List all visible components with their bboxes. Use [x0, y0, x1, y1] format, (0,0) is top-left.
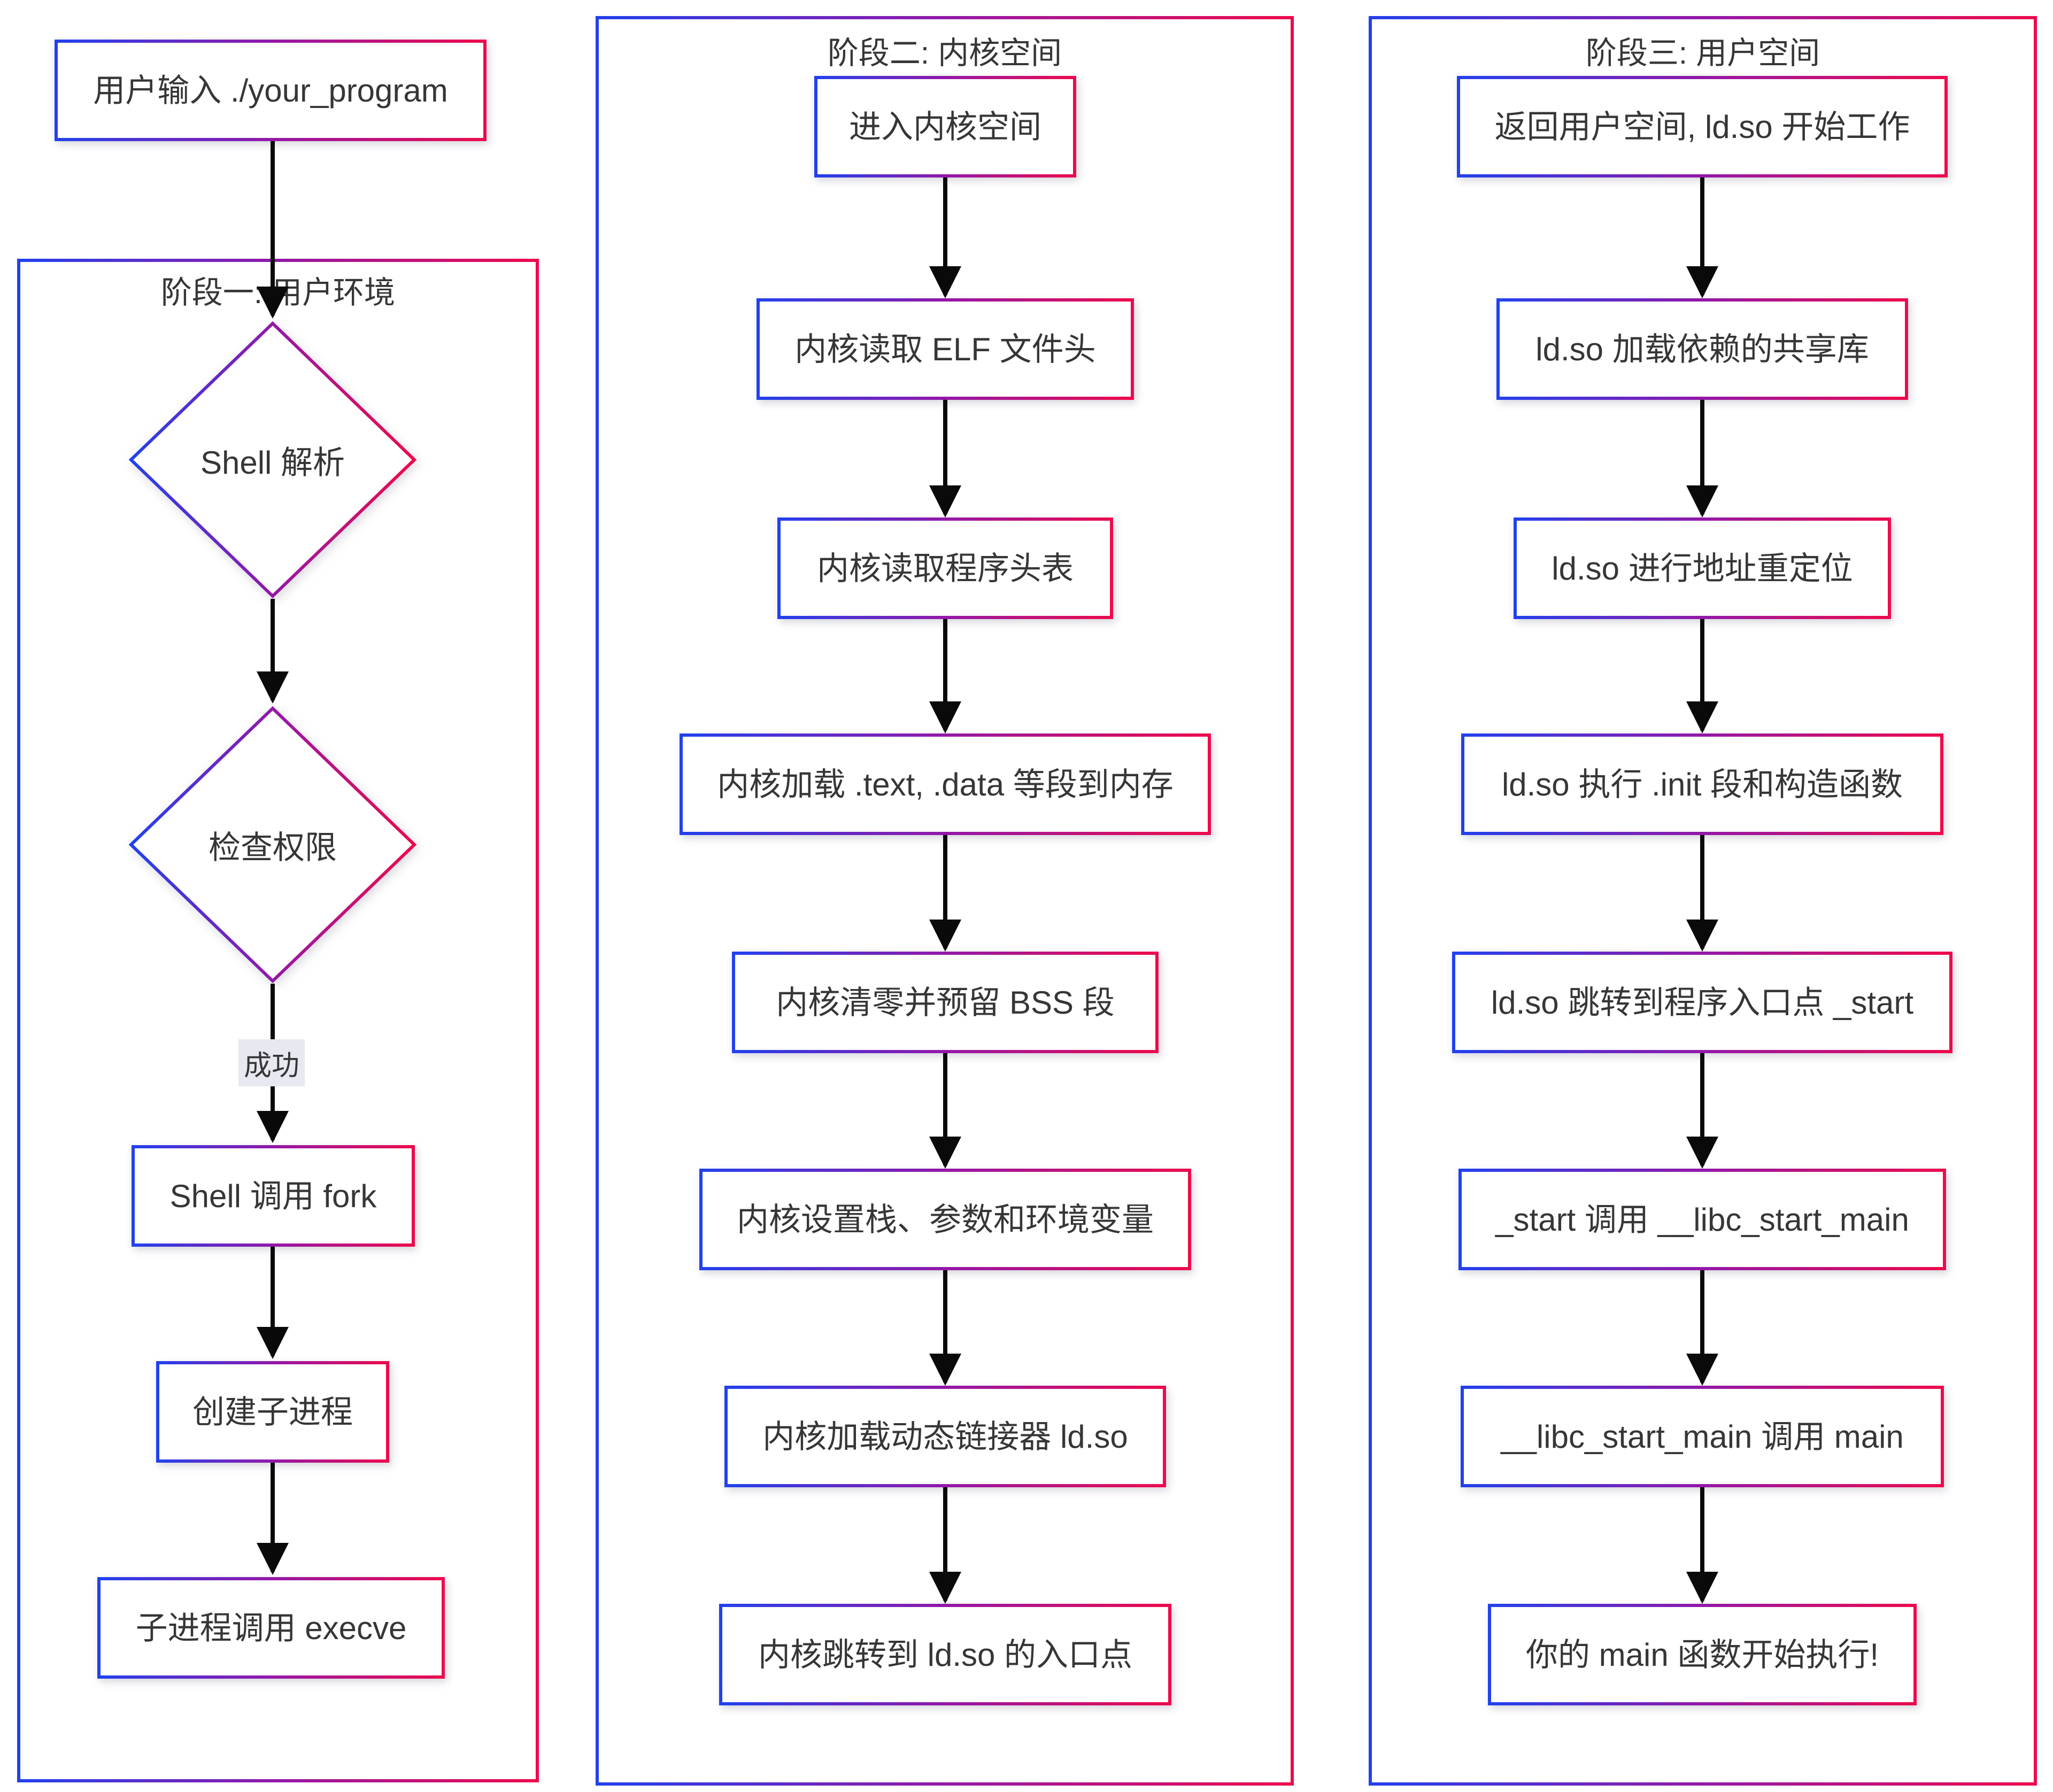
node-shell-parse: Shell 解析 — [128, 321, 417, 599]
node-read-program-headers: 内核读取程序头表 — [777, 517, 1113, 619]
node-jump-ldso-entry: 内核跳转到 ld.so 的入口点 — [719, 1604, 1171, 1705]
node-label: 内核设置栈、参数和环境变量 — [703, 1172, 1188, 1267]
node-label: Shell 解析 — [200, 444, 345, 481]
node-load-segments: 内核加载 .text, .data 等段到内存 — [680, 733, 1211, 835]
node-load-shared-libs: ld.so 加载依赖的共享库 — [1496, 298, 1908, 400]
node-label: ld.so 执行 .init 段和构造函数 — [1464, 737, 1940, 832]
node-label: 内核读取 ELF 文件头 — [760, 302, 1131, 397]
node-label: 内核加载动态链接器 ld.so — [728, 1389, 1163, 1484]
stage1-title: 阶段一: 用户环境 — [160, 275, 396, 310]
node-label: 内核清零并预留 BSS 段 — [735, 955, 1155, 1050]
node-libc-calls-main: __libc_start_main 调用 main — [1461, 1386, 1944, 1487]
node-label: 用户输入 ./your_program — [58, 43, 483, 138]
node-label: ld.so 跳转到程序入口点 _start — [1455, 955, 1949, 1050]
node-label: Shell 调用 fork — [135, 1148, 412, 1243]
node-check-permission: 检查权限 — [128, 706, 417, 984]
stage3-title: 阶段三: 用户空间 — [1585, 36, 1820, 71]
node-label: ld.so 进行地址重定位 — [1517, 521, 1888, 616]
node-label: ld.so 加载依赖的共享库 — [1500, 302, 1905, 397]
node-label: 创建子进程 — [159, 1364, 386, 1459]
node-label: 内核加载 .text, .data 等段到内存 — [683, 737, 1208, 832]
node-user-input: 用户输入 ./your_program — [55, 40, 487, 141]
edge-label-success: 成功 — [238, 1039, 305, 1086]
node-run-init: ld.so 执行 .init 段和构造函数 — [1461, 733, 1943, 835]
stage2-area — [599, 19, 1291, 1782]
node-label: 检查权限 — [209, 829, 337, 866]
stage2-title: 阶段二: 内核空间 — [827, 36, 1062, 71]
node-label: 内核跳转到 ld.so 的入口点 — [722, 1607, 1168, 1702]
node-shell-fork: Shell 调用 fork — [132, 1145, 415, 1247]
node-return-userspace: 返回用户空间, ld.so 开始工作 — [1457, 76, 1948, 177]
node-label: __libc_start_main 调用 main — [1464, 1389, 1941, 1484]
stage3-area — [1372, 19, 2034, 1782]
node-zero-bss: 内核清零并预留 BSS 段 — [732, 952, 1159, 1053]
node-load-ldso: 内核加载动态链接器 ld.so — [724, 1386, 1166, 1487]
node-child-execve: 子进程调用 execve — [97, 1577, 445, 1679]
node-main-runs: 你的 main 函数开始执行! — [1488, 1604, 1917, 1705]
node-label: 内核读取程序头表 — [781, 521, 1110, 616]
node-enter-kernel: 进入内核空间 — [814, 76, 1076, 177]
node-label: _start 调用 __libc_start_main — [1462, 1172, 1943, 1267]
stage2-container — [596, 16, 1294, 1786]
stage3-container — [1369, 16, 2037, 1786]
node-label: 你的 main 函数开始执行! — [1491, 1607, 1913, 1702]
node-label: 返回用户空间, ld.so 开始工作 — [1460, 79, 1944, 174]
node-create-child: 创建子进程 — [156, 1361, 389, 1463]
node-start-calls-libc: _start 调用 __libc_start_main — [1458, 1169, 1946, 1270]
node-relocation: ld.so 进行地址重定位 — [1514, 517, 1891, 619]
node-jump-start: ld.so 跳转到程序入口点 _start — [1452, 952, 1952, 1053]
diamond-shape — [128, 321, 417, 599]
diamond-shape — [128, 706, 417, 984]
node-read-elf-header: 内核读取 ELF 文件头 — [757, 298, 1134, 400]
node-label: 进入内核空间 — [817, 79, 1073, 174]
node-label: 子进程调用 execve — [101, 1580, 442, 1675]
node-setup-stack-env: 内核设置栈、参数和环境变量 — [699, 1169, 1191, 1270]
